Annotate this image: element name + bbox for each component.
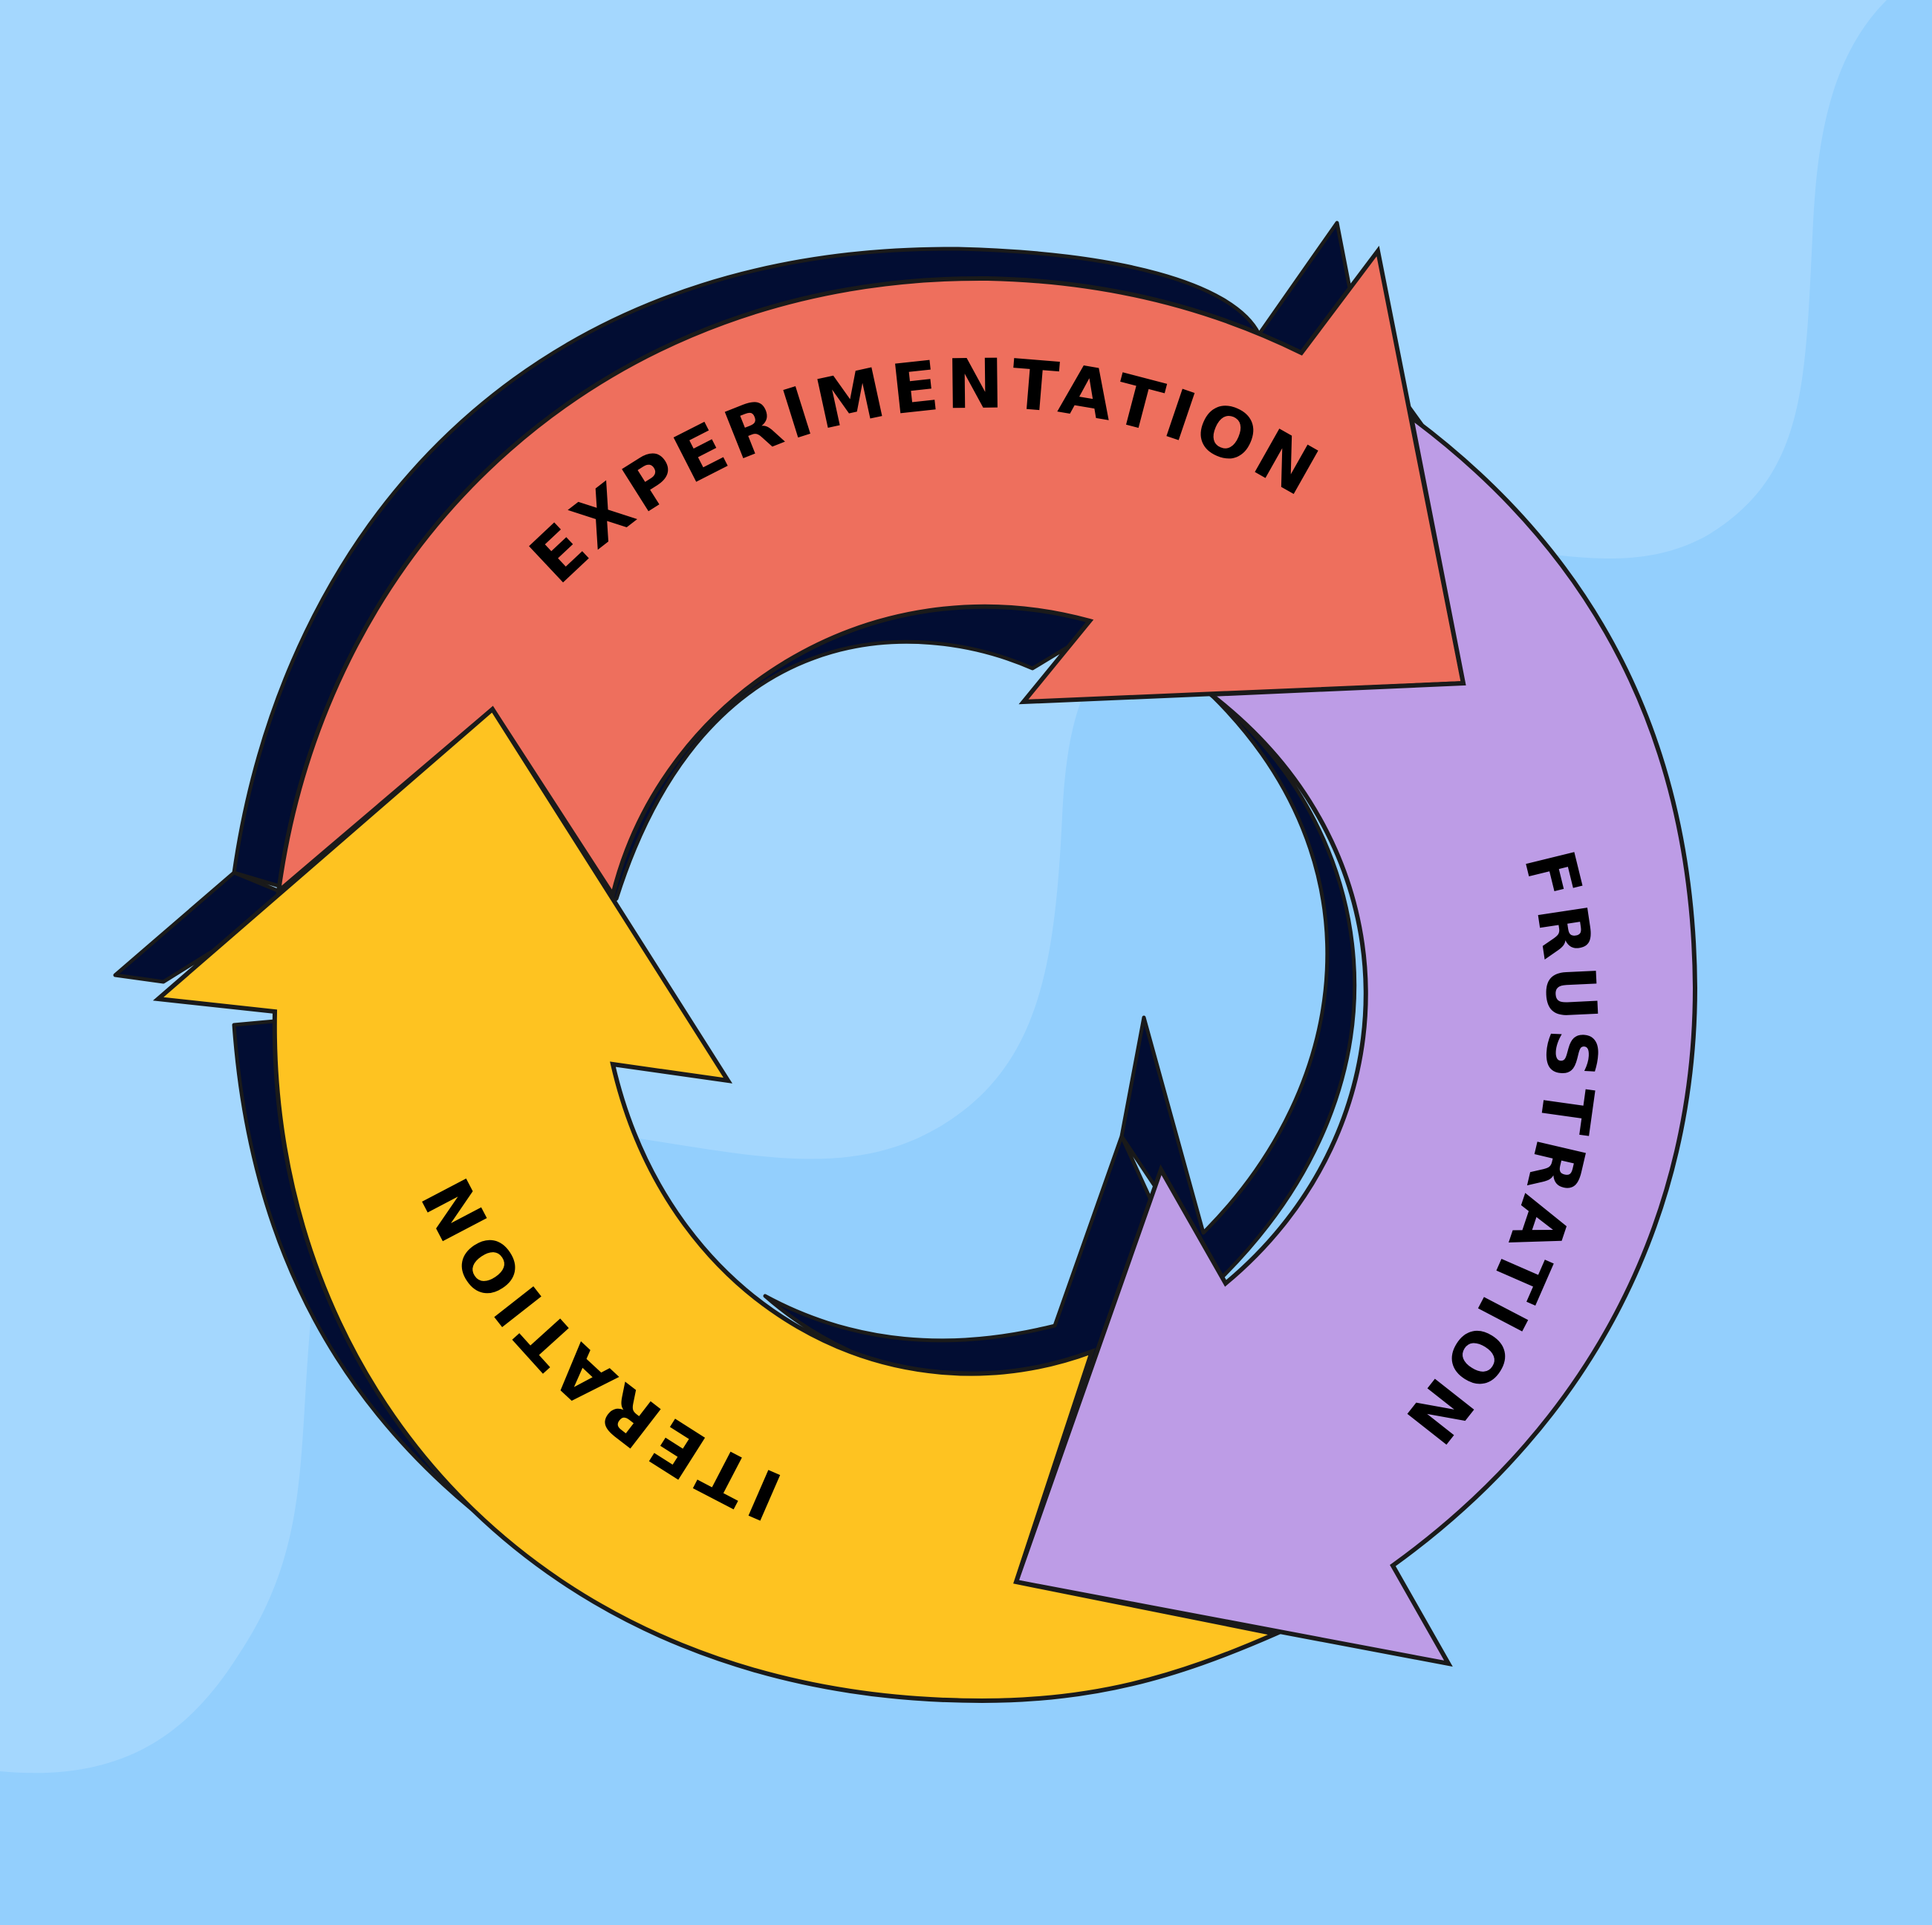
iteration-arrow bbox=[152, 706, 1283, 1704]
shadow-left-arrow bbox=[113, 870, 299, 984]
frustration-arrow bbox=[1013, 411, 1698, 1667]
experimentation-arrow bbox=[275, 245, 1466, 901]
